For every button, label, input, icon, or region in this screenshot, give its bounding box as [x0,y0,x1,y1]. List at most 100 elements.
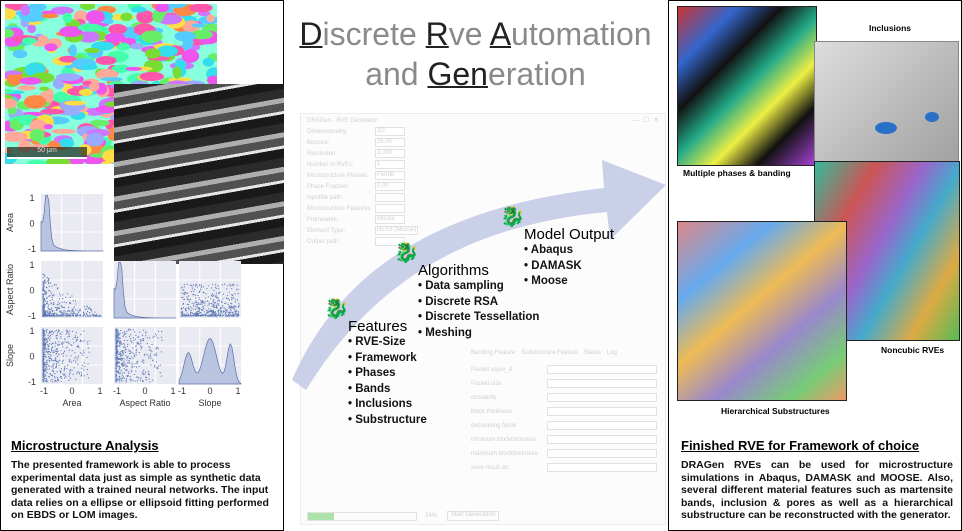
scatter-point [220,310,223,312]
scatter-point [118,337,120,339]
scatter-point [218,293,220,295]
scatter-point [217,285,219,287]
gui-row-label: Dimensionality: [307,129,348,135]
scatter-point [44,292,46,294]
gui-tab[interactable]: Banding Feature [471,350,516,356]
scatter-point [43,378,45,380]
scatter-point [128,361,130,363]
gui-field[interactable] [547,421,657,430]
scatter-point [148,374,150,376]
grain [59,138,75,148]
scatter-point [44,342,47,345]
scatter-point [117,353,120,356]
gui-field[interactable] [547,365,657,374]
scatter-point [77,355,80,357]
gui-field[interactable] [375,193,405,202]
scatter-point [45,374,47,377]
scatter-point [196,315,198,317]
scatter-point [236,313,238,315]
scatter-point [215,287,217,290]
scatter-point [207,304,209,307]
gui-field[interactable] [547,463,657,472]
scatter-point [215,286,217,288]
scatter-point [134,380,136,382]
grain [95,55,117,65]
scatter-point [198,298,200,300]
scatter-point [183,286,185,288]
scatter-point [217,303,220,305]
scatter-point [66,346,68,348]
scatter-point [115,338,117,340]
scatter-point [202,315,205,317]
scatter-point [148,345,150,348]
scatter-point [53,350,55,352]
scatter-point [120,358,122,360]
scatter-point [217,310,219,312]
scatter-point [42,301,44,303]
scatter-point [57,287,59,289]
scatter-point [74,336,76,338]
scatter-point [42,294,44,296]
gui-field[interactable]: 3,000 [375,149,405,158]
scatter-point [119,344,121,346]
gui-tab[interactable]: Log [606,350,617,356]
scatter-point [124,362,126,364]
gui-field[interactable] [375,204,405,213]
gui-tab[interactable]: Substructure Feature [521,350,578,356]
scatter-point [71,314,73,316]
gui-field[interactable]: 0,00 [375,182,405,191]
scatter-point [80,333,82,336]
scatter-point [46,372,48,374]
gui-field[interactable]: 3D [375,127,405,136]
scatter-point [208,314,211,316]
gui-tab[interactable]: Status [583,350,601,356]
scatter-point [72,313,74,315]
scatter-point [204,313,206,316]
scatter-point [56,360,58,363]
window-controls[interactable]: — ☐ ✕ [632,117,659,124]
grain [5,8,16,20]
scatter-point [115,373,117,375]
grain [53,91,69,103]
gui-field[interactable]: 1 [375,160,405,169]
scatter-point [71,369,73,371]
gui-row-label: Framework: [307,217,339,223]
gui-field[interactable] [547,407,657,416]
gui-field[interactable]: Ferrite [375,171,405,180]
scatter-point [121,359,123,361]
grain [120,12,133,22]
sem-image [114,84,284,264]
scatter-point [138,365,140,368]
gui-field[interactable] [375,237,405,246]
stage-item: • Discrete RSA [418,295,499,308]
scatter-point [56,313,58,316]
gui-field[interactable] [547,379,657,388]
start-generation-button[interactable]: Start Generation [447,511,500,521]
x-tick-label: -1 [40,386,48,396]
gui-field[interactable]: Moose [375,215,405,224]
gui-field[interactable] [547,435,657,444]
scatter-point [43,342,45,344]
scatter-point [87,368,89,371]
scatter-point [58,364,60,366]
gui-field[interactable]: 25,00 [375,138,405,147]
scatter-point [67,336,69,338]
scatter-point [181,312,183,314]
scatter-point [48,309,50,311]
gui-field[interactable] [547,449,657,458]
scatter-point [121,332,124,334]
grain [39,86,50,91]
scatter-point [42,307,44,309]
scatter-point [46,339,48,341]
gui-field[interactable] [547,393,657,402]
scatter-point [145,335,147,337]
rve-cube-banding [677,6,817,166]
scatter-point [57,361,59,363]
scatter-point [48,375,50,378]
scatter-point [50,380,52,382]
gui-field[interactable]: HEX8 (Moose) [375,226,419,235]
gui-row-label: circularity [471,395,497,401]
scatter-point [62,359,64,361]
scatter-point [125,379,127,381]
scatter-point [129,375,131,378]
